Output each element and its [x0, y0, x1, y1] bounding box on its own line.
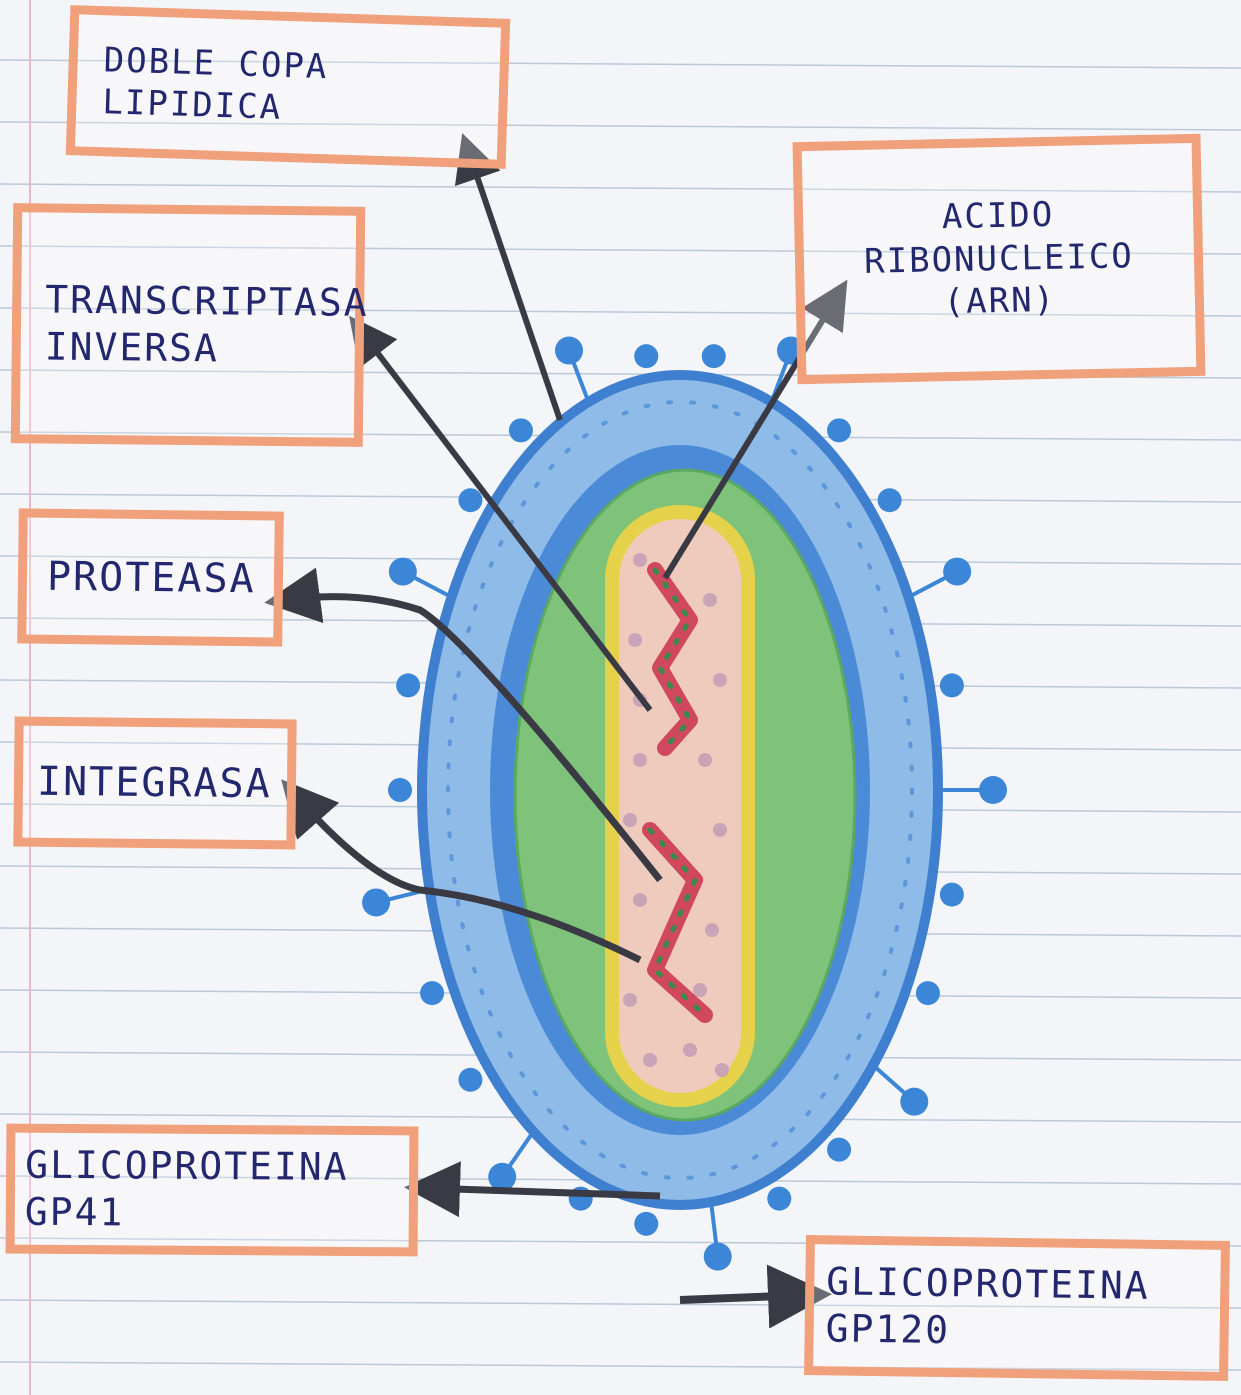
label-integrasa: INTEGRASA: [13, 717, 296, 850]
label-transcriptasa-text: TRANSCRIPTASA INVERSA: [45, 276, 369, 374]
label-gp41-text: GLICOPROTEINA GP41: [25, 1141, 410, 1239]
label-glicoproteina-gp120: GLICOPROTEINA GP120: [804, 1235, 1230, 1381]
capsid-particle: [703, 593, 717, 607]
spike-knob: [702, 344, 726, 368]
spike-knob: [900, 1088, 928, 1116]
spike-knob: [943, 558, 971, 586]
capsid-particle: [713, 823, 727, 837]
spike-knob: [767, 1187, 791, 1211]
spike-knob: [389, 558, 417, 586]
spike-knob: [458, 1068, 482, 1092]
arrow-doble-capa: [468, 150, 560, 420]
spike-knob: [634, 344, 658, 368]
spike-knob: [827, 1138, 851, 1162]
label-integrasa-text: INTEGRASA: [37, 757, 272, 809]
spike-knob: [634, 1212, 658, 1236]
capsid-particle: [633, 553, 647, 567]
label-acido-ribonucleico: ACIDO RIBONUCLEICO (ARN): [793, 134, 1206, 384]
spike-knob: [509, 418, 533, 442]
spike-knob: [916, 981, 940, 1005]
spike-knob: [488, 1163, 516, 1191]
label-doble-capa-text: DOBLE COPA LIPIDICA: [102, 39, 500, 136]
capsid-particle: [713, 673, 727, 687]
label-gp120-text: GLICOPROTEINA GP120: [825, 1258, 1220, 1358]
capsid-particle: [633, 753, 647, 767]
spike-knob: [396, 673, 420, 697]
spike-knob: [388, 778, 412, 802]
capsid-particle: [633, 893, 647, 907]
spike-knob: [555, 337, 583, 365]
label-proteasa-text: PROTEASA: [47, 551, 256, 604]
capsid-particle: [623, 813, 637, 827]
spike-knob: [827, 418, 851, 442]
capsid-particle: [705, 923, 719, 937]
capsid-particle: [683, 1043, 697, 1057]
label-proteasa: PROTEASA: [17, 508, 284, 646]
capsid-particle: [643, 1053, 657, 1067]
label-acido-text: ACIDO RIBONUCLEICO (ARN): [803, 191, 1196, 327]
label-transcriptasa-inversa: TRANSCRIPTASA INVERSA: [11, 203, 365, 447]
spike-knob: [420, 981, 444, 1005]
spike-knob: [979, 776, 1007, 804]
arrow-gp120: [680, 1295, 808, 1300]
spike-knob: [878, 488, 902, 512]
spike-knob: [458, 488, 482, 512]
spike-knob: [704, 1243, 732, 1271]
capsid-particle: [715, 1063, 729, 1077]
label-glicoproteina-gp41: GLICOPROTEINA GP41: [6, 1124, 419, 1257]
capsid-particle: [693, 983, 707, 997]
capsid-particle: [698, 753, 712, 767]
label-doble-capa-lipidica: DOBLE COPA LIPIDICA: [66, 5, 510, 169]
capsid-particle: [623, 993, 637, 1007]
spike-knob: [940, 883, 964, 907]
capsid-particle: [628, 633, 642, 647]
spike-knob: [362, 888, 390, 916]
spike-knob: [940, 673, 964, 697]
